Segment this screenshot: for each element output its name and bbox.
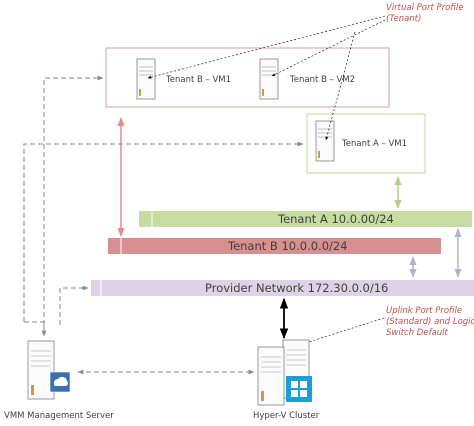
tenant-b-vm2-label: Tenant B – VM2 — [289, 75, 355, 85]
vpp-pointer-vm2 — [271, 19, 386, 77]
hyperv-cluster-label: Hyper-V Cluster — [253, 411, 320, 421]
vpp-pointer-vm1 — [147, 15, 386, 79]
tenant-a-vm1-label: Tenant A – VM1 — [341, 139, 407, 149]
mgmt-line-tenant-b — [43, 75, 104, 325]
virtual-port-profile-label: Virtual Port Profile (Tenant) — [386, 3, 466, 24]
tenant-a-vm1-server-icon — [315, 120, 335, 162]
provider-network-band — [91, 280, 474, 296]
mgmt-line-tenant-a — [23, 141, 304, 322]
tenant-b-network-label: Tenant B 10.0.0.0/24 — [227, 239, 348, 253]
tenant-a-network-band — [139, 211, 472, 227]
tenant-b-vm2-server-icon — [259, 58, 279, 100]
tenant-b-network-band — [108, 238, 441, 254]
vmm-server-label: VMM Management Server — [4, 411, 114, 421]
vpp-pointer-vm3 — [325, 31, 356, 141]
uplink-pointer — [289, 317, 385, 349]
provider-network-label: Provider Network 172.30.0.0/16 — [205, 281, 388, 295]
tenant-b-vm1-server-icon — [136, 58, 156, 100]
tenant-a-network-label: Tenant A 10.0.00/24 — [277, 212, 394, 226]
tenant-b-vm1-label: Tenant B – VM1 — [165, 75, 231, 85]
vmm-server-icon — [27, 340, 71, 400]
uplink-port-profile-label: Uplink Port Profile (Standard) and Logic… — [386, 306, 474, 338]
mgmt-line-provider — [59, 285, 89, 325]
windows-logo-icon — [286, 376, 312, 402]
hyperv-cluster-icon — [257, 339, 312, 406]
